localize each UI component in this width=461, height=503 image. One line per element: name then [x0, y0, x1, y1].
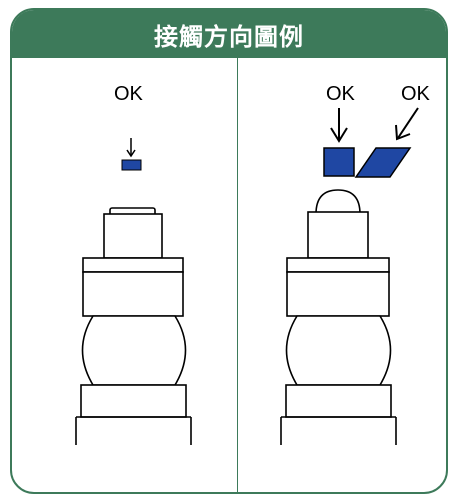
right-ok-label-angled: OK: [401, 83, 431, 105]
right-stylus-icon: [280, 189, 397, 445]
right-ok-label-vertical: OK: [326, 83, 356, 105]
left-ok-label: OK: [114, 83, 144, 105]
left-arrow-icon: [126, 138, 136, 158]
legend-title: 接觸方向圖例: [154, 22, 304, 51]
panel-divider: [237, 58, 238, 492]
right-panel: OK OK: [280, 83, 431, 445]
left-contact-target: [121, 159, 142, 171]
square-contact-target: [323, 147, 355, 177]
angled-contact-target: [354, 147, 412, 178]
legend-header: 接觸方向圖例: [12, 10, 446, 58]
left-stylus-icon: [75, 207, 192, 445]
vertical-arrow-icon: [330, 108, 348, 143]
left-panel: OK: [75, 83, 192, 445]
angled-arrow-icon: [395, 107, 419, 141]
